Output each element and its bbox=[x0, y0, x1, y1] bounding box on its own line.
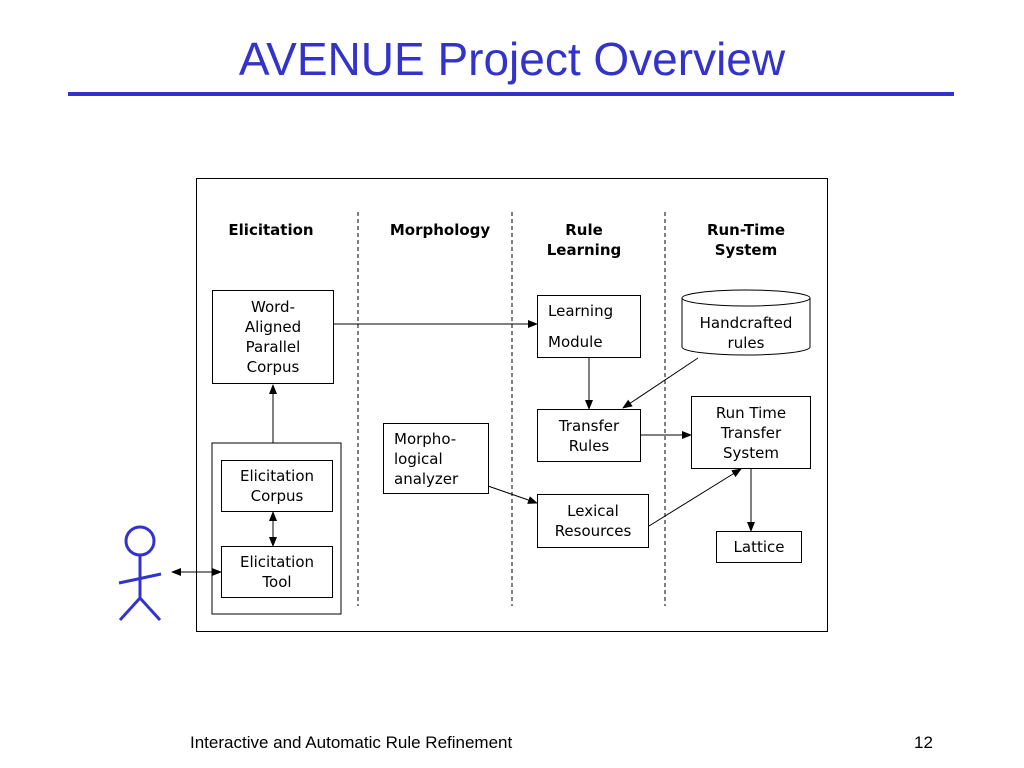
column-header-line: Run-Time bbox=[706, 221, 786, 239]
column-header-line: Elicitation bbox=[228, 221, 314, 239]
column-header-line: Rule bbox=[565, 221, 603, 239]
box-text-line: Elicitation bbox=[239, 553, 315, 571]
lattice-box: Lattice bbox=[716, 531, 802, 563]
box-text-line: Transfer bbox=[558, 416, 620, 435]
box-text-line: Resources bbox=[554, 522, 632, 540]
title-underline bbox=[68, 92, 954, 96]
column-header-run-time-system: Run-Time System bbox=[676, 220, 816, 260]
box-text-line: Corpus bbox=[250, 487, 304, 505]
column-header-morphology: Morphology bbox=[370, 220, 510, 240]
box-text-line: analyzer bbox=[394, 469, 459, 488]
column-header-line: System bbox=[714, 241, 778, 259]
lexical-resources-box: Lexical Resources bbox=[537, 494, 649, 548]
morphological-analyzer-box: Morpho- logical analyzer bbox=[383, 423, 489, 494]
box-text-line: Morpho- bbox=[394, 429, 457, 448]
box-text-line: Run Time bbox=[715, 403, 787, 422]
box-text-line: rules bbox=[727, 334, 765, 352]
word-aligned-parallel-corpus-box: Word- Aligned Parallel Corpus bbox=[212, 290, 334, 384]
user-stick-figure bbox=[118, 525, 162, 622]
handcrafted-rules-label: Handcrafted rules bbox=[682, 313, 810, 353]
arrow-handcrafted-to-transfer bbox=[622, 357, 699, 409]
column-header-line: Morphology bbox=[389, 221, 491, 239]
diagram-panel bbox=[196, 178, 828, 632]
box-text-line: Rules bbox=[568, 436, 610, 455]
slide-title: AVENUE Project Overview bbox=[238, 33, 786, 85]
box-text-line: Tool bbox=[262, 573, 292, 591]
box-text-line: Elicitation bbox=[239, 467, 315, 485]
column-header-elicitation: Elicitation bbox=[206, 220, 336, 240]
column-header-line: Learning bbox=[546, 241, 622, 259]
box-text-line: Word- bbox=[251, 298, 295, 316]
box-text-line: Lexical bbox=[567, 502, 619, 520]
box-text-line: Handcrafted bbox=[699, 314, 793, 332]
box-text-line: Lattice bbox=[733, 538, 785, 556]
box-text-line: Module bbox=[548, 332, 603, 351]
handcrafted-rules-cylinder bbox=[681, 289, 811, 356]
run-time-transfer-system-box: Run Time Transfer System bbox=[691, 396, 811, 469]
transfer-rules-box: Transfer Rules bbox=[537, 409, 641, 462]
box-text-line: logical bbox=[394, 449, 443, 468]
footer-text: Interactive and Automatic Rule Refinemen… bbox=[190, 733, 513, 752]
learning-module-box: Learning Module bbox=[537, 295, 641, 358]
box-text-line: System bbox=[723, 443, 779, 462]
page-number: 12 bbox=[914, 733, 933, 752]
box-text-line: Parallel bbox=[245, 338, 301, 356]
arrow-analyzer-to-lexical bbox=[487, 485, 538, 504]
elicitation-corpus-box: Elicitation Corpus bbox=[221, 460, 333, 512]
column-header-rule-learning: Rule Learning bbox=[524, 220, 644, 260]
elicitation-tool-box: Elicitation Tool bbox=[221, 546, 333, 598]
box-text-line: Aligned bbox=[244, 318, 302, 336]
elicitation-container bbox=[211, 442, 342, 615]
box-text-line: Transfer bbox=[720, 423, 782, 442]
box-text-line: Learning bbox=[548, 301, 614, 320]
arrow-lexical-to-runtime bbox=[648, 468, 742, 527]
box-text-line: Corpus bbox=[246, 358, 300, 376]
